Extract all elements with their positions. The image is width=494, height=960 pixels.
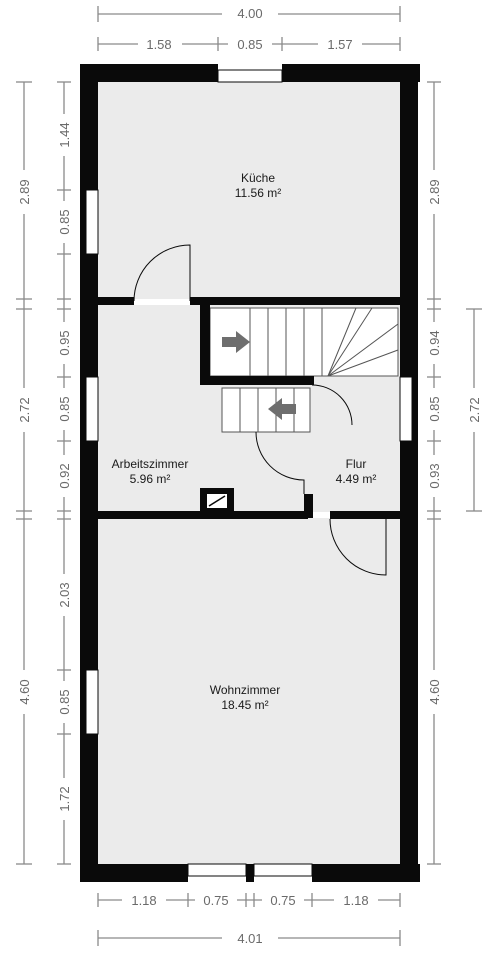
dim-left-inner-7: 0.85: [57, 689, 72, 714]
dim-right-inner-2: 0.85: [427, 396, 442, 421]
doors: [133, 244, 387, 576]
room-area-kueche: 11.56 m²: [235, 186, 281, 200]
dim-bottom-total: 4.01: [237, 931, 262, 946]
room-labels: Küche 11.56 m² Arbeitszimmer 5.96 m² Flu…: [112, 171, 377, 712]
room-area-wohnzimmer: 18.45 m²: [221, 698, 268, 712]
dim-left-inner-6: 2.03: [57, 582, 72, 607]
dim-top-seg-2: 0.85: [237, 37, 262, 52]
floor-wohnzimmer: [98, 518, 400, 864]
wall-flur-stub: [304, 494, 313, 518]
wall-kueche-left: [98, 297, 134, 305]
window-top: [217, 69, 283, 83]
dim-bottom-seg-3: 0.75: [270, 893, 295, 908]
dim-left-outer-2: 2.72: [17, 397, 32, 422]
dim-left-inner-2: 0.85: [57, 209, 72, 234]
dim-left-inner-4: 0.85: [57, 396, 72, 421]
door-stair: [311, 384, 353, 426]
wall-divider-left: [98, 511, 308, 519]
dim-bottom-seg-2: 0.75: [203, 893, 228, 908]
dim-top-seg-1: 1.58: [146, 37, 171, 52]
dim-right-outer-middle: 2.72: [467, 397, 482, 422]
wall-top-left: [80, 64, 218, 82]
dim-left-inner-1: 1.44: [57, 122, 72, 147]
room-area-flur: 4.49 m²: [336, 472, 377, 486]
wall-right: [400, 64, 418, 882]
dim-left-inner-5: 0.92: [57, 463, 72, 488]
wall-bottom-mid: [246, 864, 254, 882]
window-right-flur: [399, 376, 413, 442]
room-name-kueche: Küche: [241, 171, 275, 185]
dim-right-inner-wohnzimmer: 4.60: [427, 679, 442, 704]
staircase: [209, 307, 399, 433]
wall-divider-right: [330, 511, 400, 519]
wall-stair-bottom: [200, 376, 314, 385]
dim-left-inner-8: 1.72: [57, 786, 72, 811]
wall-left: [80, 64, 98, 882]
room-name-wohnzimmer: Wohnzimmer: [210, 683, 280, 697]
dim-left-outer-3: 4.60: [17, 679, 32, 704]
door-kueche: [133, 244, 191, 302]
window-bottom-right: [253, 863, 313, 877]
room-area-arbeitszimmer: 5.96 m²: [130, 472, 171, 486]
dim-bottom-seg-1: 1.18: [131, 893, 156, 908]
dim-top-total: 4.00: [237, 6, 262, 21]
window-bottom-left: [187, 863, 247, 877]
wall-kueche-right: [190, 297, 400, 305]
dim-right-inner-kueche: 2.89: [427, 179, 442, 204]
window-left-wohnzimmer: [85, 669, 99, 735]
door-wohnzimmer: [329, 518, 387, 576]
door-flur: [255, 431, 305, 494]
dim-right-inner-3: 0.93: [427, 463, 442, 488]
window-left-arbeitszimmer: [85, 376, 99, 442]
dim-left-outer-1: 2.89: [17, 179, 32, 204]
dim-right-inner-1: 0.94: [427, 330, 442, 355]
dim-bottom-seg-4: 1.18: [343, 893, 368, 908]
arrow-left-icon: [268, 398, 296, 420]
dimension-lines: 4.00 1.58 0.85 1.57 1.18 0.75 0.75 1.18: [15, 4, 483, 947]
wall-stair-left: [200, 305, 210, 385]
arrow-right-icon: [222, 331, 250, 353]
windows: [85, 69, 413, 877]
dim-left-inner-3: 0.95: [57, 330, 72, 355]
room-name-arbeitszimmer: Arbeitszimmer: [112, 457, 189, 471]
wall-top-right: [282, 64, 420, 82]
wall-bottom-left: [80, 864, 188, 882]
window-left-kueche: [85, 189, 99, 255]
stair-lower-flight: [221, 387, 311, 433]
dim-top-seg-3: 1.57: [327, 37, 352, 52]
room-name-flur: Flur: [346, 457, 367, 471]
wall-bottom-right: [312, 864, 420, 882]
